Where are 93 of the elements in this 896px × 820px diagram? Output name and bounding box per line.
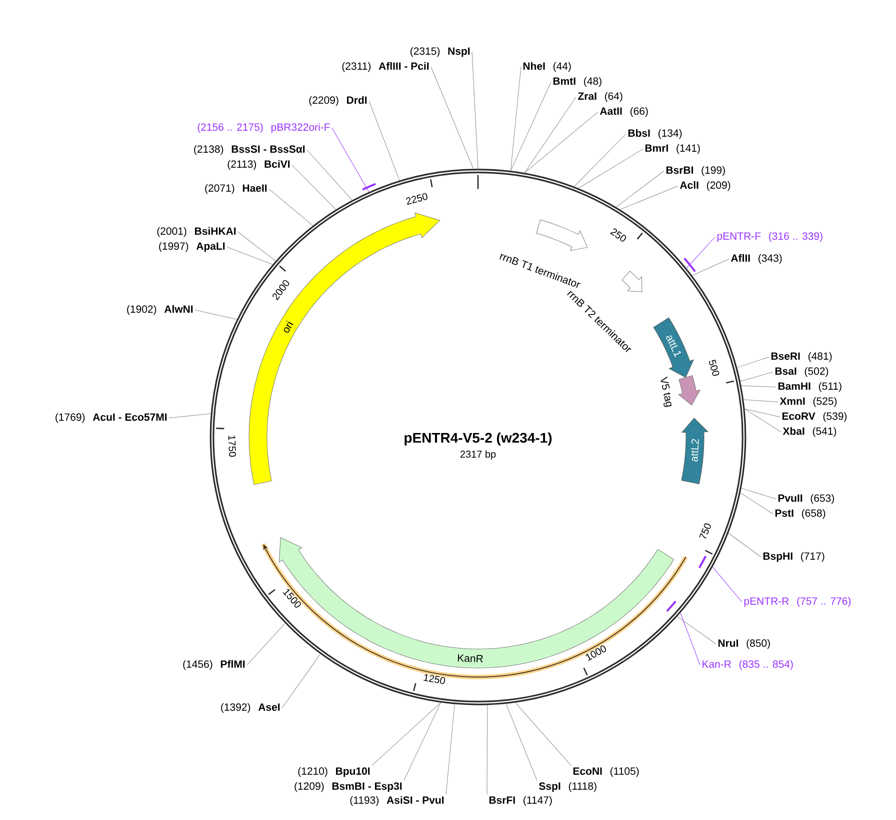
site-label: (1769) AcuI - Eco57MI [56, 413, 167, 423]
site-label: (1392) AseI [221, 703, 280, 713]
site-label: (2209) DrdI [309, 96, 367, 106]
leader-line [404, 702, 441, 781]
site-label: EcoNI (1105) [573, 767, 639, 777]
leader-line [578, 148, 644, 188]
site-label: BsrBI (199) [666, 166, 725, 176]
leader-line [332, 128, 370, 192]
site-label: PvuII (653) [778, 494, 834, 504]
site-label: NruI (850) [718, 639, 770, 649]
leader-line [524, 112, 598, 174]
site-label: (1193) AsiSI - PvuI [350, 796, 444, 806]
leader-line [226, 246, 273, 265]
site-label: AflII (343) [730, 254, 782, 264]
leader-line [268, 188, 314, 226]
site-label: EcoRV (539) [782, 412, 847, 422]
site-label: BsaI (502) [775, 367, 828, 377]
leader-line [510, 66, 522, 171]
leader-line [692, 258, 730, 276]
site-label: (2001) BsiHKAI [157, 227, 236, 237]
primer-label: (2156 .. 2175) pBR322ori-F [198, 123, 330, 133]
leader-line [430, 66, 474, 169]
tick-label: 1250 [424, 674, 446, 684]
leader-line [574, 134, 626, 187]
site-label: (2071) HaeII [205, 184, 267, 194]
leader-line [524, 96, 576, 174]
tick-label: 250 [610, 228, 626, 242]
leader-line [246, 623, 286, 666]
feature-block: attL2 [681, 418, 708, 484]
leader-line [282, 654, 321, 708]
leader-line [744, 408, 780, 418]
site-label: ZraI (64) [578, 92, 622, 102]
feature-block: V5 tag [660, 375, 700, 407]
site-label: NheI (44) [523, 62, 571, 72]
site-label: BbsI (134) [628, 129, 682, 139]
site-label: BspHI (717) [763, 552, 824, 562]
site-label: AclI (209) [680, 181, 730, 191]
leader-line [292, 164, 336, 210]
leader-line [372, 702, 441, 766]
site-label: SspI (1118) [539, 782, 596, 792]
site-label: XmnI (525) [780, 397, 837, 407]
leader-line [740, 492, 774, 514]
leader-line [368, 100, 400, 181]
leader-line [616, 170, 664, 208]
leader-line [712, 566, 742, 602]
leader-line [486, 704, 488, 795]
site-label: BamHI (511) [778, 382, 842, 392]
leader-line [677, 616, 716, 644]
feature-block: attL1 [653, 318, 694, 378]
site-label: (2315) NspI [410, 47, 470, 57]
tick-label: 1000 [586, 646, 606, 661]
site-label: (2113) BciVI [228, 160, 290, 170]
plasmid-size: 2317 bp [460, 450, 496, 460]
site-label: BmtI (48) [553, 77, 602, 87]
site-label: PstI (658) [775, 509, 826, 519]
leader-line [740, 372, 774, 382]
tick-label: 1750 [228, 436, 236, 457]
leader-line [744, 408, 782, 432]
leader-line [515, 702, 572, 766]
leader-line [194, 310, 238, 320]
leader-line [620, 186, 678, 210]
leader-line [741, 386, 776, 388]
site-label: (1210) Bpu10I [298, 767, 370, 777]
site-label: (1997) ApaLI [159, 242, 225, 252]
site-label: BseRI (481) [771, 352, 832, 362]
tick-label: 500 [708, 360, 720, 376]
leader-line [238, 232, 276, 262]
site-label: (2311) AflIII - PciI [342, 62, 429, 72]
leader-line [510, 82, 552, 171]
site-label: BsrFI (1147) [489, 796, 552, 806]
leader-line [741, 488, 776, 500]
site-label: AatII (66) [600, 107, 648, 117]
primer-label: pENTR-F (316 .. 339) [717, 232, 822, 242]
node-label: V5 tag [660, 376, 672, 407]
site-label: (2138) BssSI - BssSαI [194, 145, 305, 155]
leader-line [728, 532, 762, 558]
site-label: BmrI (141) [645, 144, 700, 154]
site-label: (1456) PflMI [183, 660, 245, 670]
leader-line [736, 356, 770, 368]
site-label: (1209) BsmBI - Esp3I [294, 782, 402, 792]
primer-label: pENTR-R (757 .. 776) [744, 597, 851, 607]
leader-line [446, 704, 455, 795]
tick-label: 750 [699, 523, 711, 539]
leader-line [168, 413, 211, 418]
leader-line [472, 52, 478, 169]
site-label: XbaI (541) [782, 427, 836, 437]
leader-line [306, 150, 352, 200]
leader-line [686, 236, 716, 268]
leader-line [506, 704, 538, 781]
leader-line [680, 612, 700, 666]
site-label: (1902) AlwNI [127, 305, 193, 315]
leader-line [743, 399, 778, 402]
primer-label: Kan-R (835 .. 854) [702, 660, 793, 670]
